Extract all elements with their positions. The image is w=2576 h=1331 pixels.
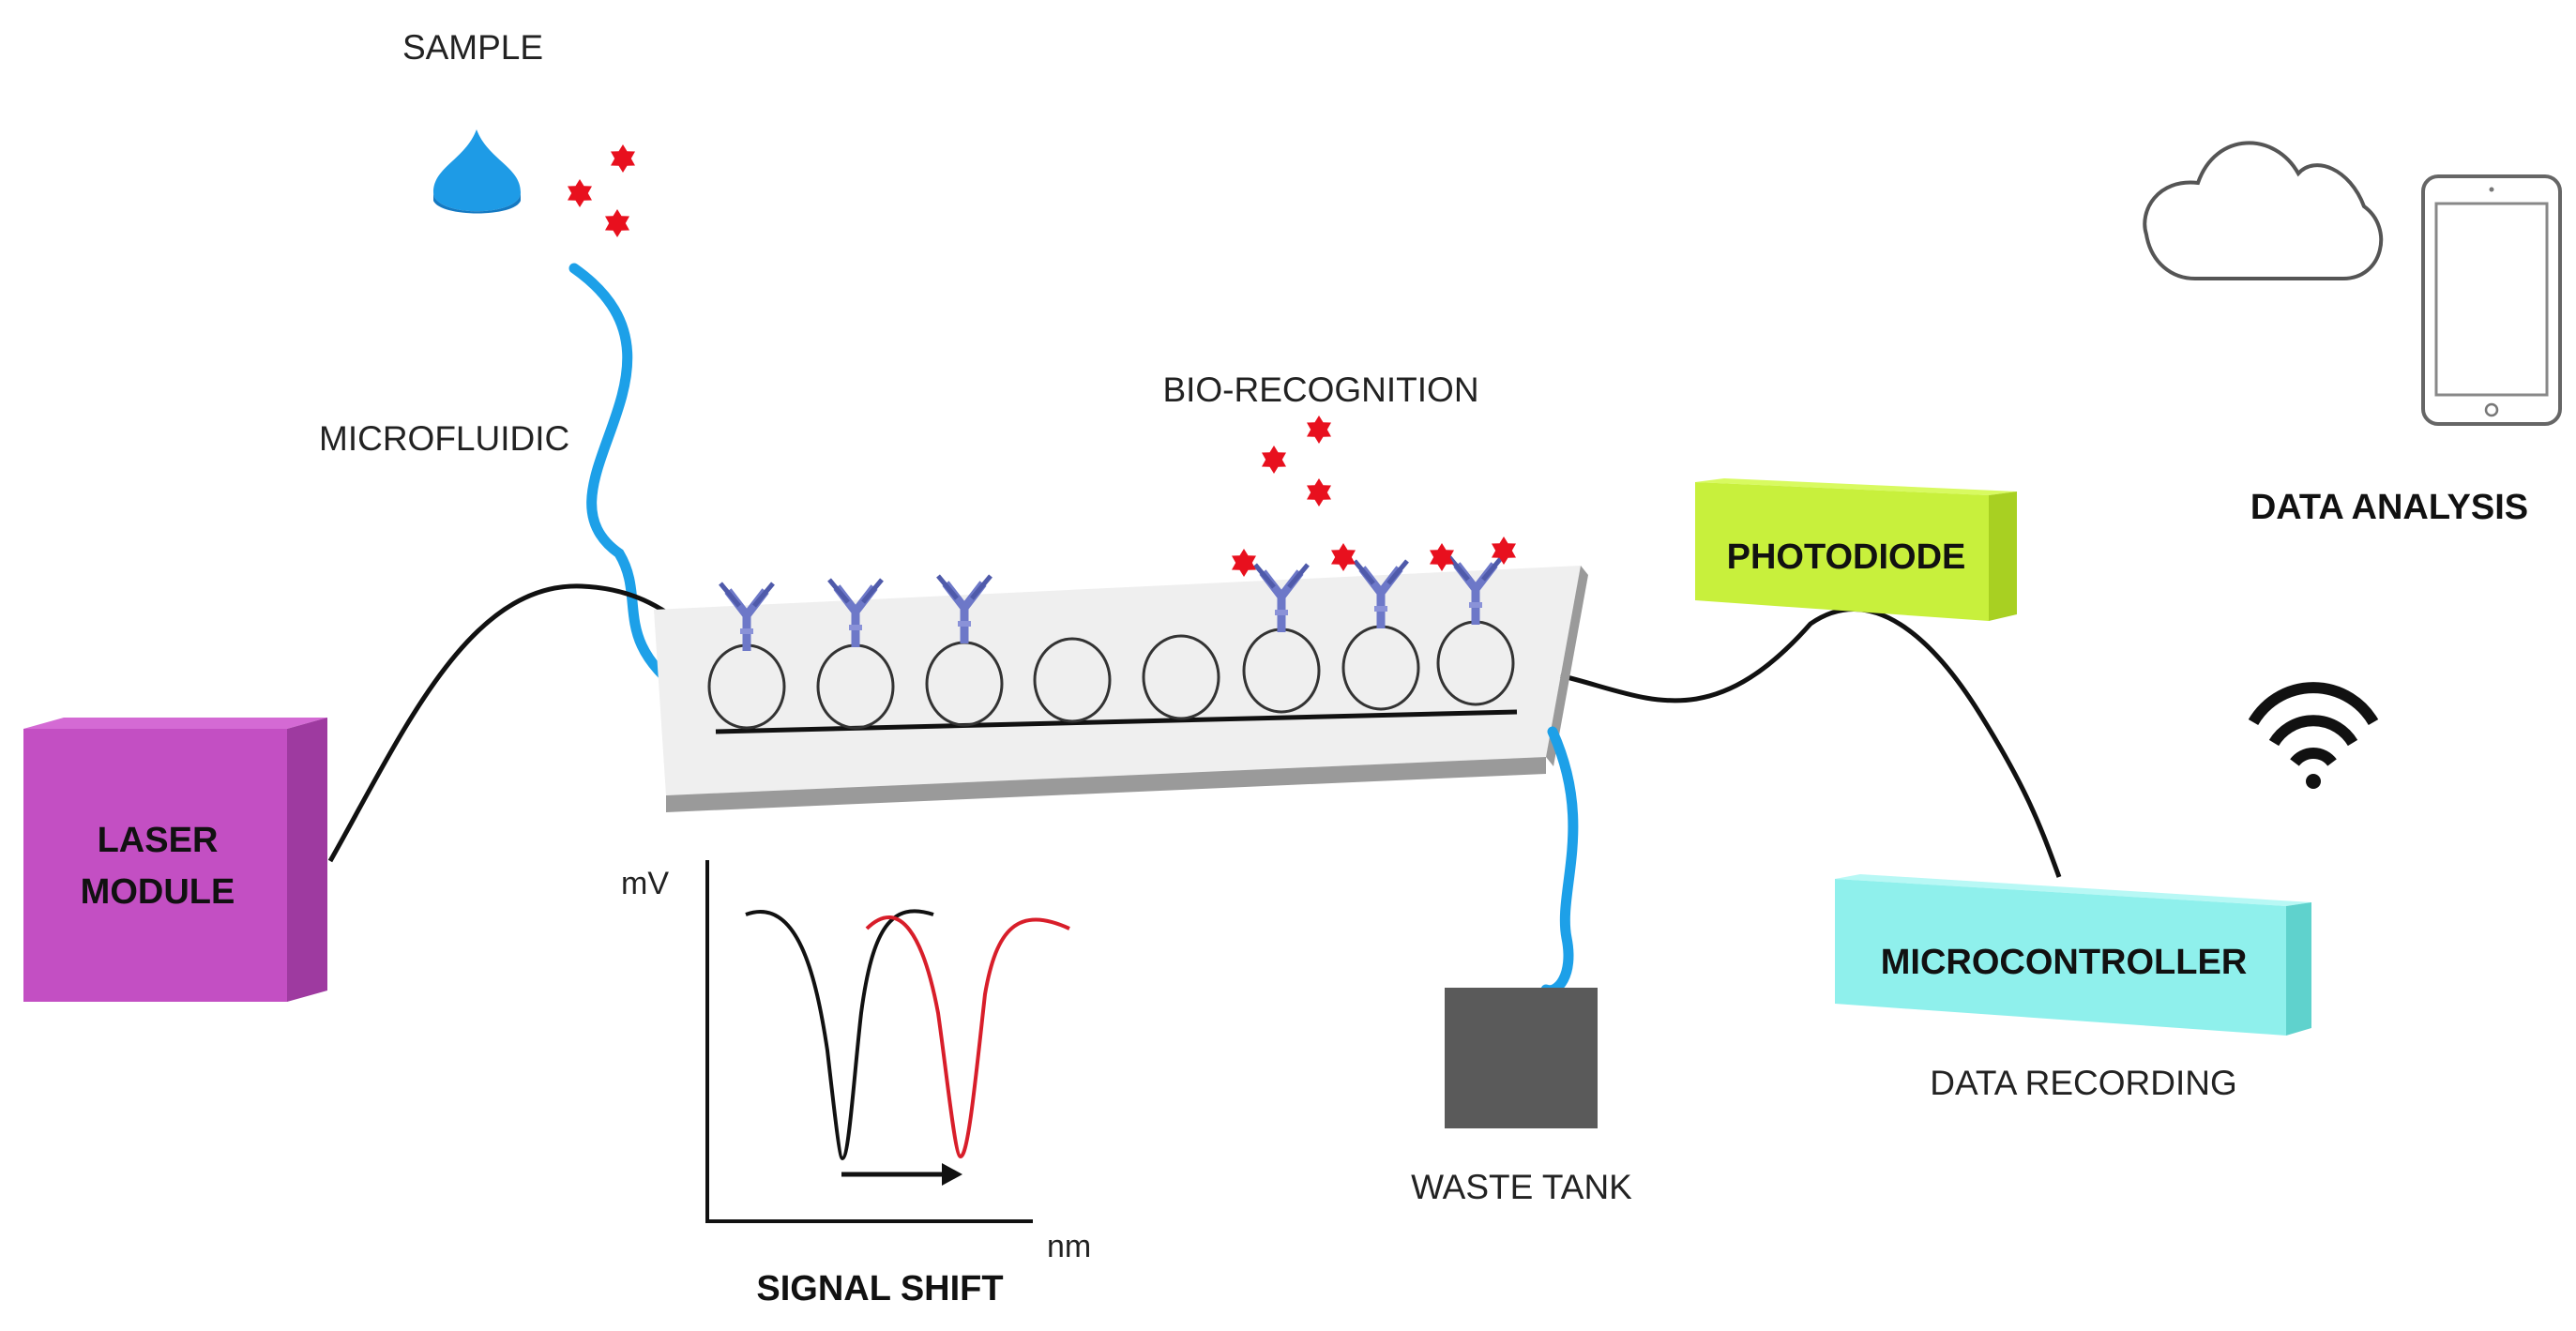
data-recording-label: DATA RECORDING [1930, 1064, 2237, 1102]
waste-tank [1445, 988, 1598, 1128]
tablet-icon [2421, 174, 2562, 426]
microfluidic-inlet-tube [568, 263, 690, 700]
waste-tank-label: WASTE TANK [1411, 1168, 1632, 1206]
axis-x-label: nm [1047, 1229, 1091, 1264]
curve-before [745, 909, 934, 1161]
sensor-chip [654, 566, 1588, 812]
microcontroller: MICROCONTROLLER [1835, 874, 2311, 1036]
axis-y-label: mV [621, 866, 669, 901]
sample-label: SAMPLE [402, 28, 543, 67]
cloud-icon [2143, 141, 2384, 280]
bio-recognition-label: BIO-RECOGNITION [1162, 371, 1478, 409]
microfluidic-outlet-tube [1540, 726, 1579, 996]
fiber-chip-to-photodiode [1558, 607, 2062, 878]
photodiode-label: PHOTODIODE [1727, 537, 1966, 577]
photodiode: PHOTODIODE [1695, 478, 2017, 621]
microfluidic-label: MICROFLUIDIC [319, 419, 569, 458]
laser-label-line1: LASER [98, 821, 219, 860]
laser-label-line2: MODULE [81, 872, 235, 912]
microcontroller-label: MICROCONTROLLER [1881, 943, 2248, 982]
water-drop-icon [433, 129, 521, 214]
wifi-icon [2248, 682, 2379, 789]
star-analyte-icon [1232, 416, 1516, 577]
data-analysis-label: DATA ANALYSIS [2250, 488, 2528, 527]
curve-after [865, 915, 1070, 1159]
signal-shift-label: SIGNAL SHIFT [756, 1269, 1003, 1308]
laser-module: LASER MODULE [23, 718, 327, 1002]
signal-shift-graph: mV nm [621, 860, 1091, 1264]
star-analyte-icon [568, 144, 635, 237]
